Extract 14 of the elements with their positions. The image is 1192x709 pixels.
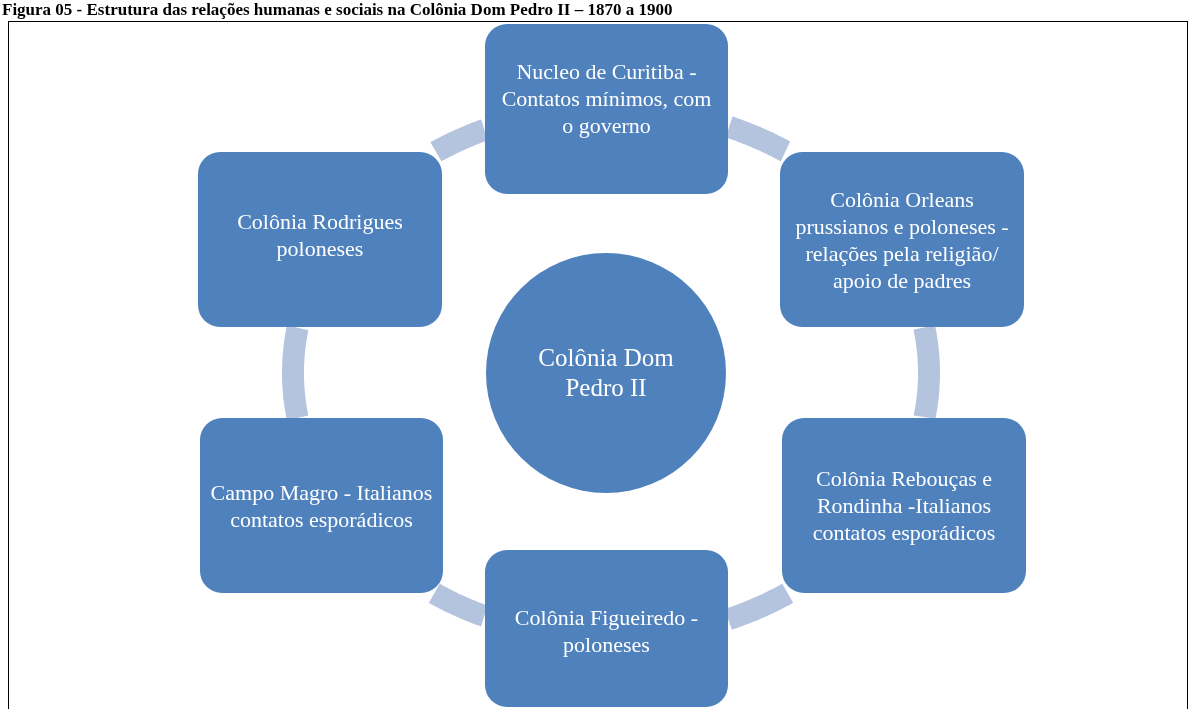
node-label: Colônia Rodrigues poloneses — [236, 208, 404, 262]
node-label: Nucleo de Curitiba - Contatos mínimos, com o governo — [500, 58, 713, 139]
process-box — [200, 418, 443, 593]
process-box — [782, 418, 1026, 593]
process-box — [780, 152, 1024, 327]
node-label: Colônia Dom Pedro II — [537, 343, 675, 403]
node-label: Colônia Rebouças e Rondinha -Italianos contatos esporádicos — [811, 465, 997, 546]
process-box — [485, 550, 728, 707]
node-label: Colônia Orleans prussianos e poloneses - relações pela religião/ apoio de padres — [794, 185, 1010, 294]
process-box — [485, 24, 728, 194]
node-label: Campo Magro - Italianos contatos esporádicos — [210, 478, 433, 533]
figure-title: Figura 05 - Estrutura das relações humanas e sociais na Colônia Dom Pedro II – 1870 a 1900 — [2, 0, 673, 19]
process-box — [198, 152, 442, 327]
node-label: Colônia Figueiredo - poloneses — [513, 604, 700, 658]
